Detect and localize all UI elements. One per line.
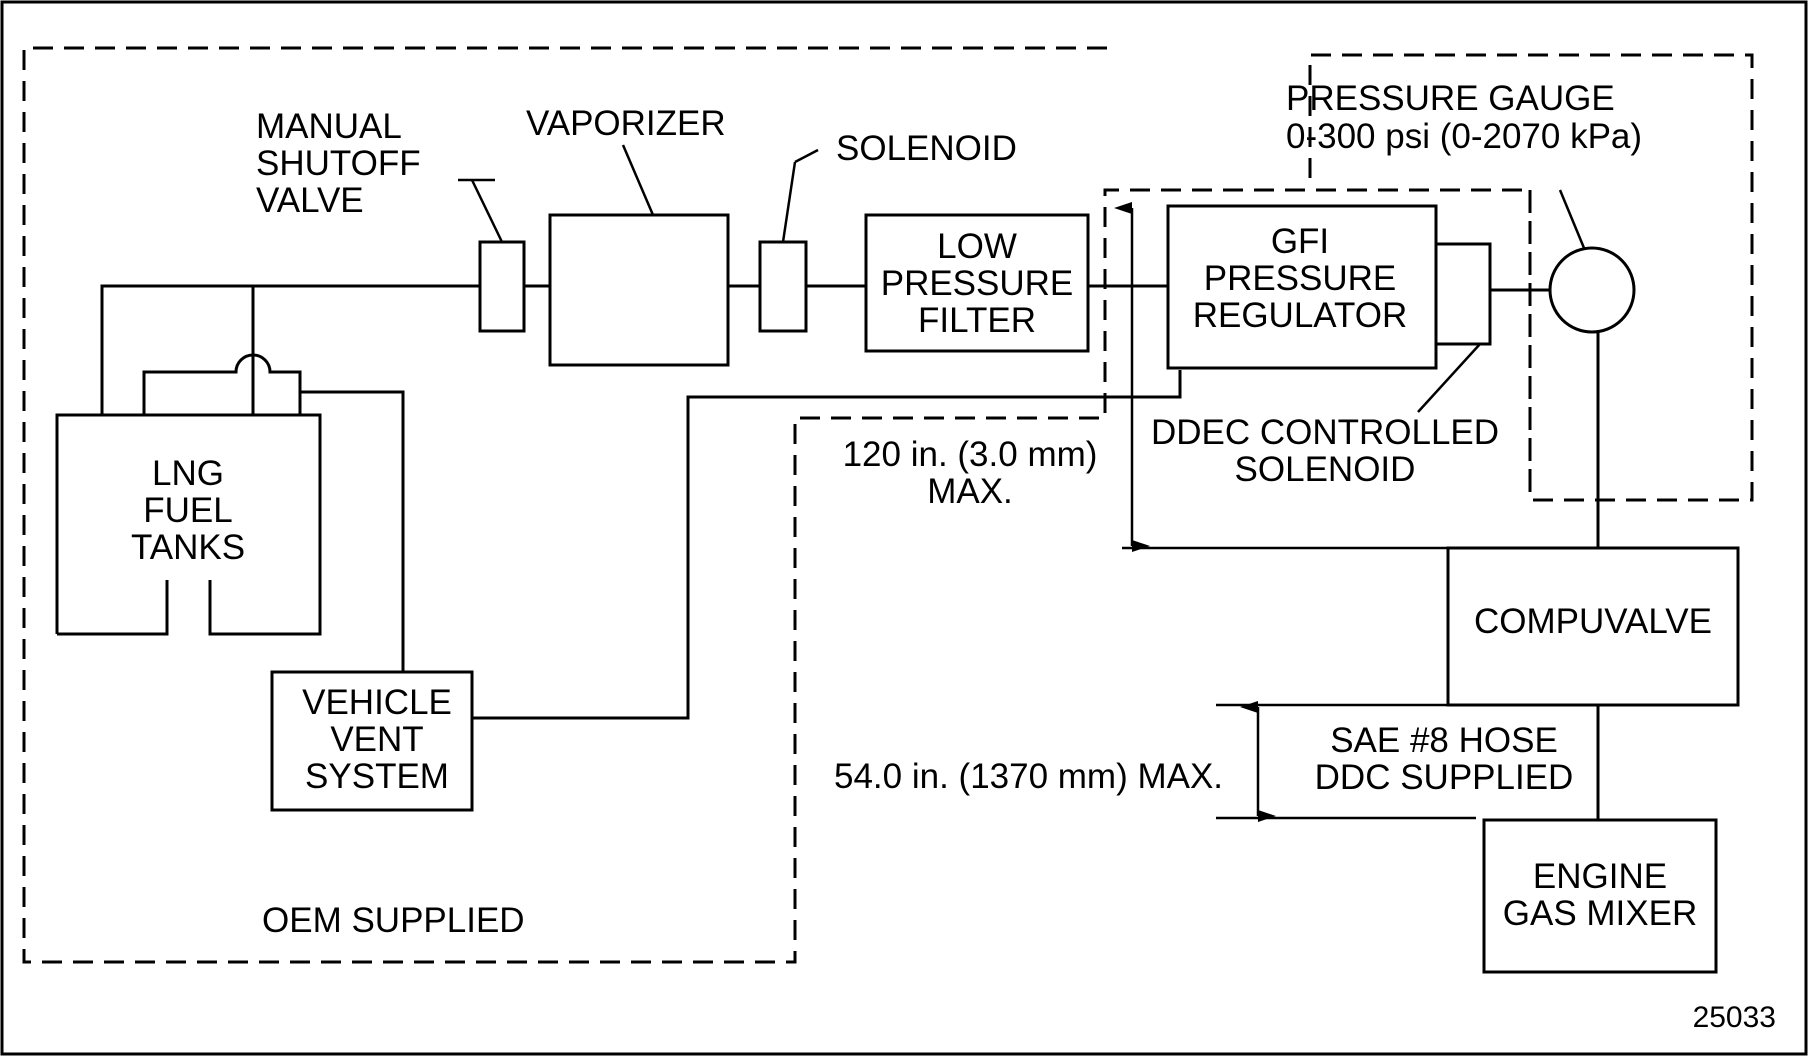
fuel-line-main	[100, 284, 1550, 415]
compuvalve-box	[1446, 546, 1740, 707]
oem-supplied-label: OEM SUPPLIED	[262, 901, 525, 940]
oem-supplied-region	[22, 46, 1754, 964]
pressure-gauge	[1548, 246, 1636, 334]
figure-number: 25033	[1693, 1001, 1776, 1034]
vaporizer-leader	[621, 144, 655, 216]
vehicle-vent-system-box	[270, 670, 474, 812]
gfi-pressure-regulator-box	[1166, 204, 1438, 370]
compuvalve-label: COMPUVALVE	[1474, 602, 1712, 641]
vaporizer-box	[548, 213, 730, 367]
engine-gas-mixer-box	[1482, 818, 1718, 974]
upper-dimension-label: 120 in. (3.0 mm)MAX.	[843, 435, 1098, 511]
vent-line-to-regulator	[472, 370, 1182, 720]
solenoid-leader	[781, 161, 797, 243]
solenoid-label: SOLENOID	[836, 129, 1017, 168]
vent-line-to-vent-system	[300, 390, 405, 672]
ddec-solenoid-box	[1434, 242, 1492, 346]
low-pressure-filter-box	[864, 213, 1090, 353]
ddec-solenoid-leader	[1417, 343, 1481, 413]
manual-shutoff-valve	[478, 240, 526, 333]
solenoid-box	[758, 240, 808, 333]
vent-line-tanks	[142, 353, 302, 415]
pressure-gauge-leader	[1558, 189, 1586, 249]
lng-fuel-tanks	[55, 413, 322, 636]
manual-valve-leader	[470, 179, 504, 243]
vaporizer-label: VAPORIZER	[526, 104, 726, 143]
lower-dimension-label: 54.0 in. (1370 mm) MAX.	[834, 757, 1223, 796]
